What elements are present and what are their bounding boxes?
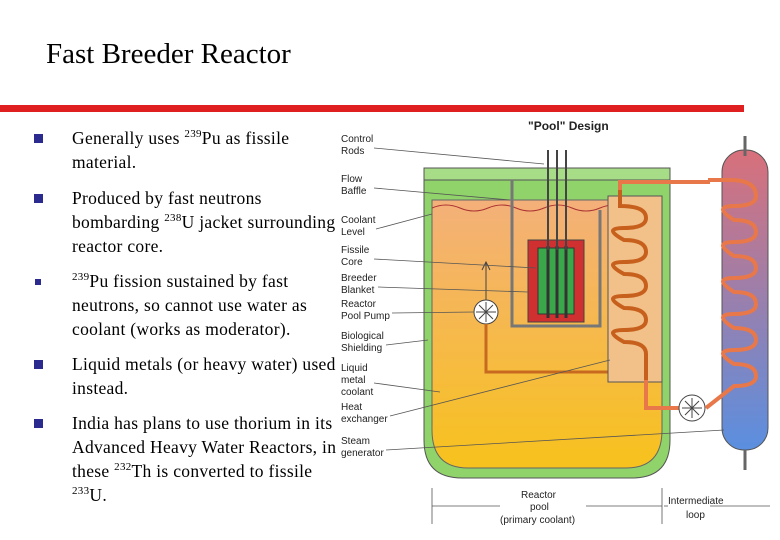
diagram-heading: "Pool" Design [528,119,609,133]
bullet-square-icon [35,279,41,285]
label-biological-shielding: Biological [341,331,384,342]
bullet-square-icon [34,194,43,203]
bullet-square-icon [34,360,43,369]
steam-generator [721,149,769,451]
leader-lines [373,147,725,451]
svg-text:Shielding: Shielding [341,343,382,354]
flow-baffle [510,180,602,328]
label-liquid-metal-coolant: Liquid [341,363,368,374]
slide-title: Fast Breeder Reactor [46,38,291,70]
heat-exchanger [607,195,663,383]
label-heat-exchanger: Heat [341,402,362,413]
label-reactor-pool-pump: Reactor [341,299,377,310]
intermediate-loop-return [644,380,680,410]
label-steam-generator: Steam [341,436,370,447]
heat-exchanger-coil [611,190,649,380]
svg-text:Level: Level [341,227,365,238]
svg-text:pool: pool [530,502,549,513]
svg-text:Rods: Rods [341,146,364,157]
svg-text:metal: metal [341,375,365,386]
bullet-item: Liquid metals (or heavy water) used inst… [34,352,339,400]
title-divider [0,105,744,112]
bullet-list: Generally uses 239Pu as fissile material… [34,126,339,518]
bullet-item: 239Pu fission sustained by fast neutrons… [34,269,339,341]
label-flow-baffle: Flow [341,174,363,185]
bullet-square-icon [34,419,43,428]
svg-text:(primary coolant): (primary coolant) [500,515,575,526]
svg-text:coolant: coolant [341,387,373,398]
label-intermediate-loop: Intermediate [668,496,724,507]
bullet-item: Produced by fast neutrons bombarding 238… [34,186,339,258]
label-breeder-blanket: Breeder [341,273,377,284]
svg-text:Blanket: Blanket [341,285,375,296]
bullet-item: Generally uses 239Pu as fissile material… [34,126,339,174]
label-coolant-level: Coolant [341,215,376,226]
dimension-lines [431,488,770,524]
svg-text:generator: generator [341,448,384,459]
svg-text:exchanger: exchanger [341,414,388,425]
bullet-square-icon [34,134,43,143]
steam-generator-coil [704,178,759,410]
bullet-item: India has plans to use thorium in its Ad… [34,411,339,507]
label-fissile-core: Fissile [341,245,370,256]
svg-text:loop: loop [686,510,705,521]
svg-text:Baffle: Baffle [341,186,367,197]
reactor-diagram: "Pool" Design Control Rods Flow Baffle C… [341,119,770,526]
svg-text:Core: Core [341,257,363,268]
svg-text:Pool Pump: Pool Pump [341,311,390,322]
label-reactor-pool: Reactor [521,490,557,501]
label-control-rods: Control [341,134,373,145]
